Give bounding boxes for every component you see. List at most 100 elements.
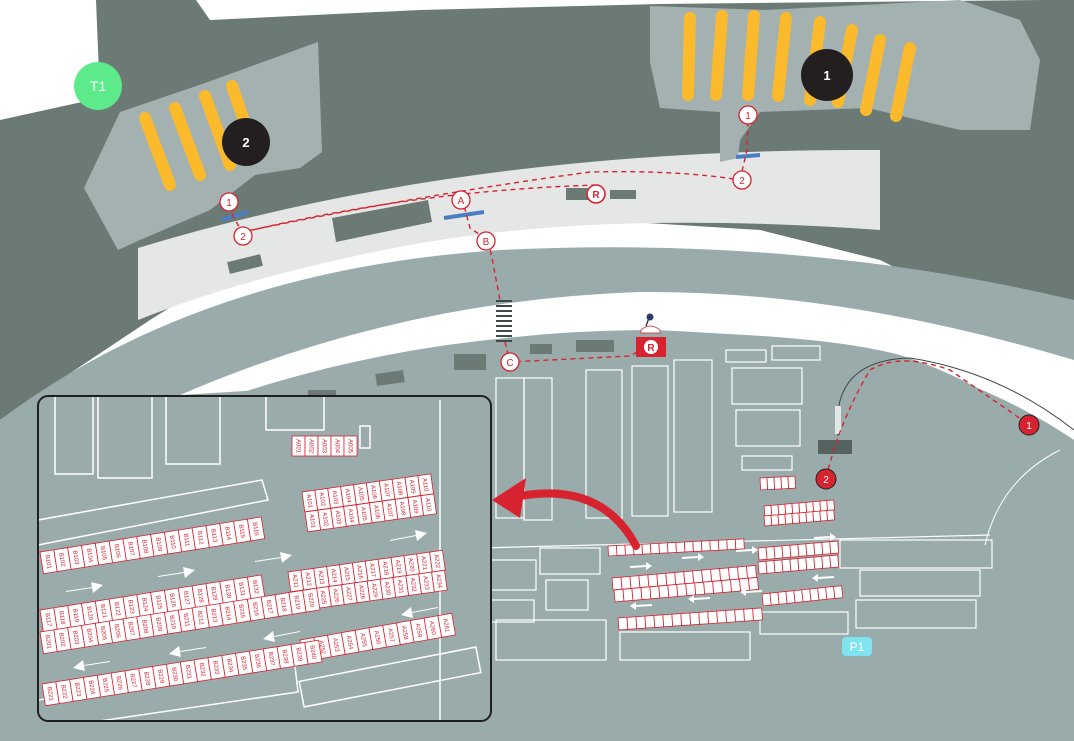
- parking-stall: [781, 558, 792, 573]
- stall-label: B201: [43, 635, 51, 650]
- stall-label: A260: [428, 621, 436, 636]
- parking-stall: [685, 582, 697, 597]
- parking-stall: [607, 545, 618, 557]
- parking-stall: [781, 544, 792, 559]
- stall-label: A106: [372, 505, 380, 520]
- stall-label: A227: [344, 587, 352, 602]
- exit-marker-2: 2: [815, 468, 837, 490]
- parking-stall: [703, 580, 715, 595]
- svg-text:C: C: [506, 358, 513, 369]
- stall-label: B221: [45, 687, 53, 702]
- waypoint-c: C: [500, 352, 520, 372]
- stall-label: A102: [318, 492, 326, 507]
- parking-stall: [707, 610, 719, 625]
- parking-stall: [709, 539, 720, 552]
- stall-label: B238: [281, 649, 289, 664]
- parking-stall: [420, 493, 437, 516]
- stall-label: A258: [400, 625, 408, 640]
- stall-label: B217: [265, 600, 273, 615]
- exit-booth: [818, 440, 852, 454]
- curbside-walkway: [138, 150, 880, 320]
- parking-stall: [797, 557, 808, 571]
- parking-stall: [748, 577, 759, 591]
- stall-label: A102: [321, 512, 329, 527]
- stall-label: A214: [329, 568, 337, 583]
- parking-stall: [437, 612, 456, 638]
- stall-label: B111: [182, 533, 190, 548]
- gate-pier-2: [84, 42, 322, 250]
- curb-structures: [227, 188, 636, 274]
- stall-label: B227: [128, 673, 136, 688]
- parking-stall: [777, 513, 787, 526]
- stall-label: B222: [59, 684, 67, 699]
- walking-route: [231, 119, 1029, 479]
- stall-label: B101: [43, 555, 51, 570]
- svg-text:2: 2: [823, 475, 829, 486]
- stall-label: A108: [398, 501, 406, 516]
- parking-stall: [819, 510, 829, 522]
- parking-stall: [613, 588, 625, 603]
- stall-label: A217: [368, 563, 376, 578]
- parking-label: P1: [850, 640, 865, 654]
- parking-stall: [692, 569, 704, 584]
- parking-stall: [683, 570, 695, 585]
- parking-stall: [805, 556, 816, 571]
- stall-label: A108: [395, 481, 403, 496]
- parking-stall: [759, 477, 769, 491]
- parking-stall: [829, 540, 840, 555]
- mini-stall-row-5: [611, 565, 757, 591]
- stall-label: B124: [140, 597, 148, 612]
- parking-stall: [821, 555, 832, 569]
- parking-stall: [784, 503, 794, 515]
- stall-label: A109: [411, 499, 419, 514]
- parking-stall: [829, 554, 840, 569]
- parking-stall: [770, 514, 780, 526]
- parking-stall: [717, 539, 728, 551]
- stall-label: B212: [196, 610, 204, 625]
- parking-stall: [725, 609, 736, 623]
- stall-label: B216: [251, 602, 259, 617]
- stall-label: B223: [73, 682, 81, 697]
- stall-label: B130: [223, 584, 231, 599]
- stall-label: A220: [407, 558, 415, 573]
- svg-text:A: A: [458, 196, 465, 207]
- stall-label: A107: [385, 503, 393, 518]
- parking-stall: [766, 476, 776, 491]
- entrance-doors: [221, 153, 761, 222]
- stall-label: B202: [57, 632, 65, 647]
- stall-label: B208: [140, 619, 148, 634]
- parking-stall: [777, 503, 787, 516]
- stall-label: A255: [359, 633, 367, 648]
- parking-stall: [689, 611, 701, 626]
- parking-stall: [694, 581, 706, 596]
- stall-label: B108: [140, 539, 148, 554]
- stall-label: A234: [434, 574, 442, 589]
- parking-stall: [701, 568, 713, 583]
- stall-label: A219: [394, 559, 402, 574]
- stall-label: B224: [87, 680, 95, 695]
- terminal-label: T1: [90, 78, 107, 94]
- svg-text:1: 1: [1026, 421, 1032, 432]
- stall-label: A229: [370, 583, 378, 598]
- entrance-marker-2a: 2: [233, 226, 253, 246]
- stall-label: B204: [85, 628, 93, 643]
- parking-stall: [644, 615, 656, 629]
- svg-text:R: R: [592, 190, 600, 201]
- stall-label: B213: [209, 608, 217, 623]
- stall-label: B117: [44, 613, 52, 628]
- parking-stall: [773, 559, 784, 573]
- stall-label: A253: [331, 638, 339, 653]
- stall-label: B128: [196, 588, 204, 603]
- mini-stall-row-1: [759, 475, 797, 491]
- parking-stall: [617, 616, 629, 631]
- stall-label: A105: [359, 507, 367, 522]
- parking-stall: [813, 555, 824, 570]
- stall-label: B132: [251, 580, 259, 595]
- parking-badge: P1: [842, 637, 872, 656]
- mini-stall-row-9: [617, 607, 763, 631]
